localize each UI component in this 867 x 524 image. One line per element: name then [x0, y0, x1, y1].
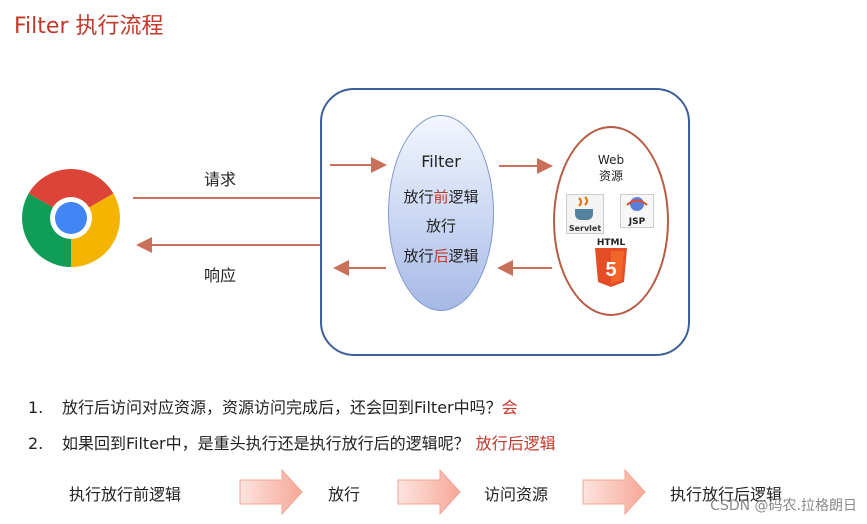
- flow-block-arrows: [239, 468, 646, 516]
- servlet-icon: Servlet: [566, 194, 604, 234]
- flow-arrow-3: [582, 468, 646, 516]
- request-label: 请求: [204, 170, 237, 189]
- chrome-icon: [22, 169, 120, 267]
- filter-ellipse: [388, 115, 494, 311]
- html5-label: HTML: [596, 238, 626, 248]
- flow-arrow-2: [397, 468, 461, 516]
- watermark: CSDN @码农.拉格朗日: [710, 498, 857, 514]
- flow-step-4: 执行放行后逻辑: [670, 485, 783, 504]
- filter-pass: 放行: [425, 217, 456, 235]
- flow-arrow-1: [239, 468, 303, 516]
- flow-step-2: 放行: [328, 485, 361, 504]
- filter-after-logic: 放行后逻辑: [403, 247, 479, 265]
- question-2: 2.如果回到Filter中，是重头执行还是执行放行后的逻辑呢？放行后逻辑: [28, 434, 556, 453]
- filter-title: Filter: [421, 152, 461, 171]
- page-title: Filter 执行流程: [14, 14, 164, 39]
- flow-step-3: 访问资源: [484, 485, 549, 504]
- server-container: [320, 88, 690, 356]
- filter-before-logic: 放行前逻辑: [403, 188, 479, 206]
- jsp-label: JSP: [628, 217, 646, 227]
- html5-icon: HTML 5: [589, 238, 633, 292]
- jsp-icon: JSP: [620, 194, 654, 228]
- servlet-label: Servlet: [568, 224, 602, 233]
- html5-badge: 5: [605, 259, 616, 281]
- question-1: 1.放行后访问对应资源，资源访问完成后，还会回到Filter中吗？会: [28, 398, 518, 417]
- flow-step-1: 执行放行前逻辑: [69, 485, 182, 504]
- response-label: 响应: [204, 266, 237, 285]
